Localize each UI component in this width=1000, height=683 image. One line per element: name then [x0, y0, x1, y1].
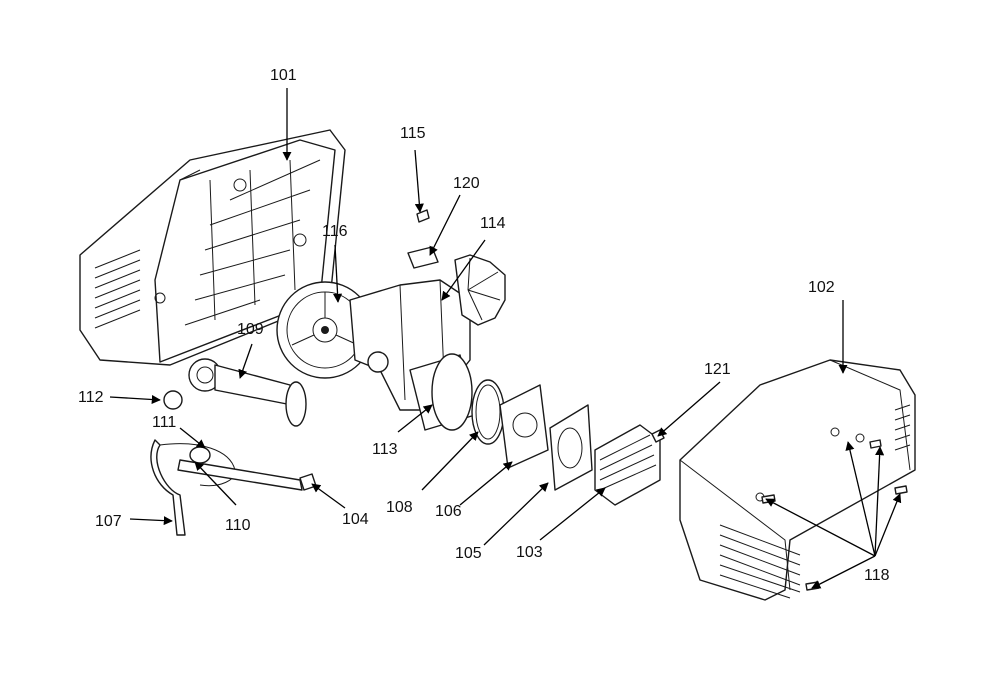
leader-lines: [109, 88, 902, 589]
callout-105: 105: [455, 545, 482, 562]
callout-110: 110: [225, 517, 251, 534]
callout-113: 113: [372, 441, 398, 458]
callout-116: 116: [322, 223, 348, 240]
gasket-part-105: [549, 404, 593, 491]
callout-112: 112: [78, 389, 104, 406]
fitting-part-111: [189, 446, 211, 464]
valve-plate-part-106: [499, 384, 549, 469]
screw-part-115: [416, 209, 430, 223]
cap-part-112: [163, 390, 183, 410]
callout-labels: 101 102 103 104 105 106 107 108 109 110 …: [78, 67, 890, 584]
clip-part-104: [299, 473, 317, 491]
callout-111: 111: [152, 414, 176, 431]
rear-shroud-vents: [94, 249, 141, 329]
front-shroud-vents-side: [894, 404, 911, 451]
callout-108: 108: [386, 499, 413, 516]
callout-102: 102: [808, 279, 835, 296]
fan-part-114: [454, 254, 506, 326]
callout-120: 120: [453, 175, 480, 192]
head-part-103: [594, 424, 661, 506]
o-ring-part-108: [471, 379, 505, 445]
callout-104: 104: [342, 511, 369, 528]
tube-part-110: [177, 459, 303, 491]
callout-121: 121: [704, 361, 731, 378]
callout-114: 114: [480, 215, 506, 232]
callout-103: 103: [516, 544, 543, 561]
cap-part-120: [407, 246, 439, 269]
callout-109: 109: [237, 321, 264, 338]
connecting-rod-part-109: [188, 358, 307, 427]
callout-101: 101: [270, 67, 297, 84]
callout-107: 107: [95, 513, 122, 530]
callout-118: 118: [864, 567, 890, 584]
callout-115: 115: [400, 125, 426, 142]
front-shroud-vents-lower: [719, 524, 801, 599]
front-shroud-part-102: [679, 359, 916, 601]
callout-106: 106: [435, 503, 462, 520]
